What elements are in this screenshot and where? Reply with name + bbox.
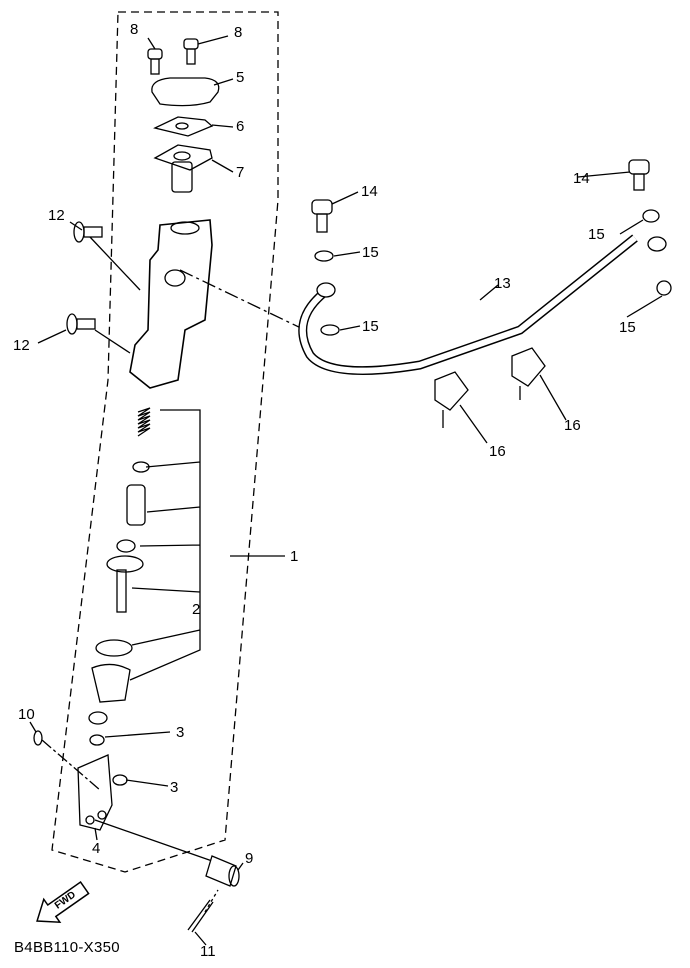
spring bbox=[137, 407, 151, 437]
clevis bbox=[77, 754, 113, 831]
callout-15b: 15 bbox=[362, 318, 379, 335]
piston bbox=[126, 484, 146, 526]
reservoir-cap bbox=[151, 77, 220, 107]
callout-3a: 3 bbox=[176, 724, 185, 741]
bolt-8-right bbox=[183, 38, 199, 65]
callout-2: 2 bbox=[192, 601, 201, 618]
washer-10 bbox=[33, 730, 43, 746]
callout-15d: 15 bbox=[619, 319, 636, 336]
callout-15a: 15 bbox=[362, 244, 379, 261]
callout-7: 7 bbox=[236, 164, 245, 181]
callout-10: 10 bbox=[18, 706, 35, 723]
callout-5: 5 bbox=[236, 69, 245, 86]
callout-4: 4 bbox=[92, 840, 101, 857]
nut-lower bbox=[112, 774, 128, 786]
diaphragm-plate bbox=[153, 144, 213, 171]
pin bbox=[205, 855, 237, 887]
callout-13: 13 bbox=[494, 275, 511, 292]
callout-9: 9 bbox=[245, 850, 254, 867]
leader-lines bbox=[29, 35, 663, 946]
cotter-pin bbox=[187, 899, 214, 933]
callout-3b: 3 bbox=[170, 779, 179, 796]
nut-upper bbox=[88, 711, 108, 725]
circlip bbox=[95, 639, 133, 657]
callout-12a: 12 bbox=[48, 207, 65, 224]
callout-6: 6 bbox=[236, 118, 245, 135]
callout-15c: 15 bbox=[588, 226, 605, 243]
callout-11: 11 bbox=[200, 943, 216, 960]
banjo-left bbox=[316, 282, 336, 298]
hose-clamp-2 bbox=[511, 347, 546, 400]
boot bbox=[91, 663, 131, 703]
callout-14b: 14 bbox=[573, 170, 590, 187]
callout-14a: 14 bbox=[361, 183, 378, 200]
push-rod-washer bbox=[106, 555, 144, 573]
seal bbox=[116, 539, 136, 553]
diaphragm bbox=[153, 116, 214, 137]
callout-1: 1 bbox=[290, 548, 299, 565]
callout-16b: 16 bbox=[564, 417, 581, 434]
master-cylinder bbox=[129, 219, 213, 389]
banjo-right bbox=[647, 236, 667, 252]
diagram-code: B4BB110-X350 bbox=[14, 939, 120, 956]
bolt-12-upper bbox=[73, 221, 103, 243]
assembly-outline bbox=[51, 11, 279, 873]
bolt-12-lower bbox=[66, 313, 96, 335]
callout-8b: 8 bbox=[234, 24, 243, 41]
union-bolt-right bbox=[628, 159, 650, 191]
callout-16a: 16 bbox=[489, 443, 506, 460]
union-bolt-left bbox=[311, 199, 333, 233]
washer bbox=[314, 250, 334, 262]
callout-12b: 12 bbox=[13, 337, 30, 354]
fwd-arrow bbox=[36, 881, 90, 924]
hose-clamp-1 bbox=[434, 371, 469, 428]
bolt-8-left bbox=[147, 48, 163, 75]
callout-8a: 8 bbox=[130, 21, 139, 38]
